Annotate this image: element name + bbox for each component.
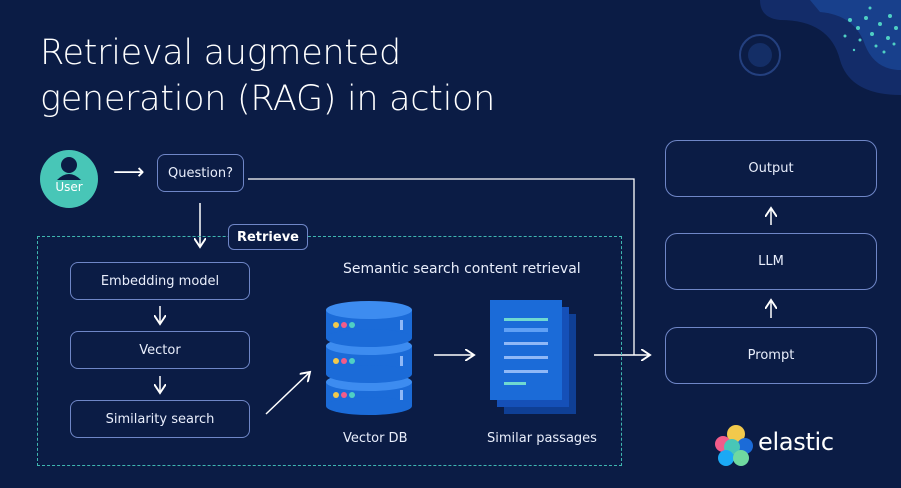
passages-label: Similar passages (487, 431, 597, 446)
embedding-model-box: Embedding model (70, 262, 250, 300)
retrieve-frame (37, 236, 622, 466)
retrieve-label: Retrieve (236, 229, 300, 245)
llm-box: LLM (665, 233, 877, 290)
title-line-1: Retrieval augmented (40, 33, 401, 73)
vector-box: Vector (70, 331, 250, 369)
page-title: Retrieval augmented generation (RAG) in … (40, 30, 495, 122)
database-icon (326, 301, 412, 415)
embedding-model-label: Embedding model (100, 273, 220, 289)
title-line-2: generation (RAG) in action (40, 79, 496, 119)
llm-label: LLM (758, 254, 784, 269)
elastic-logo (715, 425, 753, 466)
vector-label: Vector (139, 342, 181, 358)
prompt-box: Prompt (665, 327, 877, 384)
question-box: Question? (157, 154, 244, 192)
elastic-brand-text: elastic (758, 428, 834, 456)
documents-icon (490, 300, 576, 414)
user-avatar: User (40, 150, 98, 208)
vector-db-label: Vector DB (343, 431, 408, 446)
output-box: Output (665, 140, 877, 197)
user-label: User (55, 180, 83, 194)
similarity-search-box: Similarity search (70, 400, 250, 438)
user-icon (57, 157, 81, 180)
similarity-search-label: Similarity search (105, 411, 215, 427)
output-label: Output (748, 161, 794, 176)
question-label: Question? (167, 165, 234, 181)
arrow-user-to-question: ⟶ (113, 160, 145, 185)
decorative-pattern (739, 0, 901, 95)
retrieve-tag: Retrieve (228, 224, 308, 250)
semantic-caption: Semantic search content retrieval (343, 261, 581, 277)
prompt-label: Prompt (747, 348, 795, 363)
